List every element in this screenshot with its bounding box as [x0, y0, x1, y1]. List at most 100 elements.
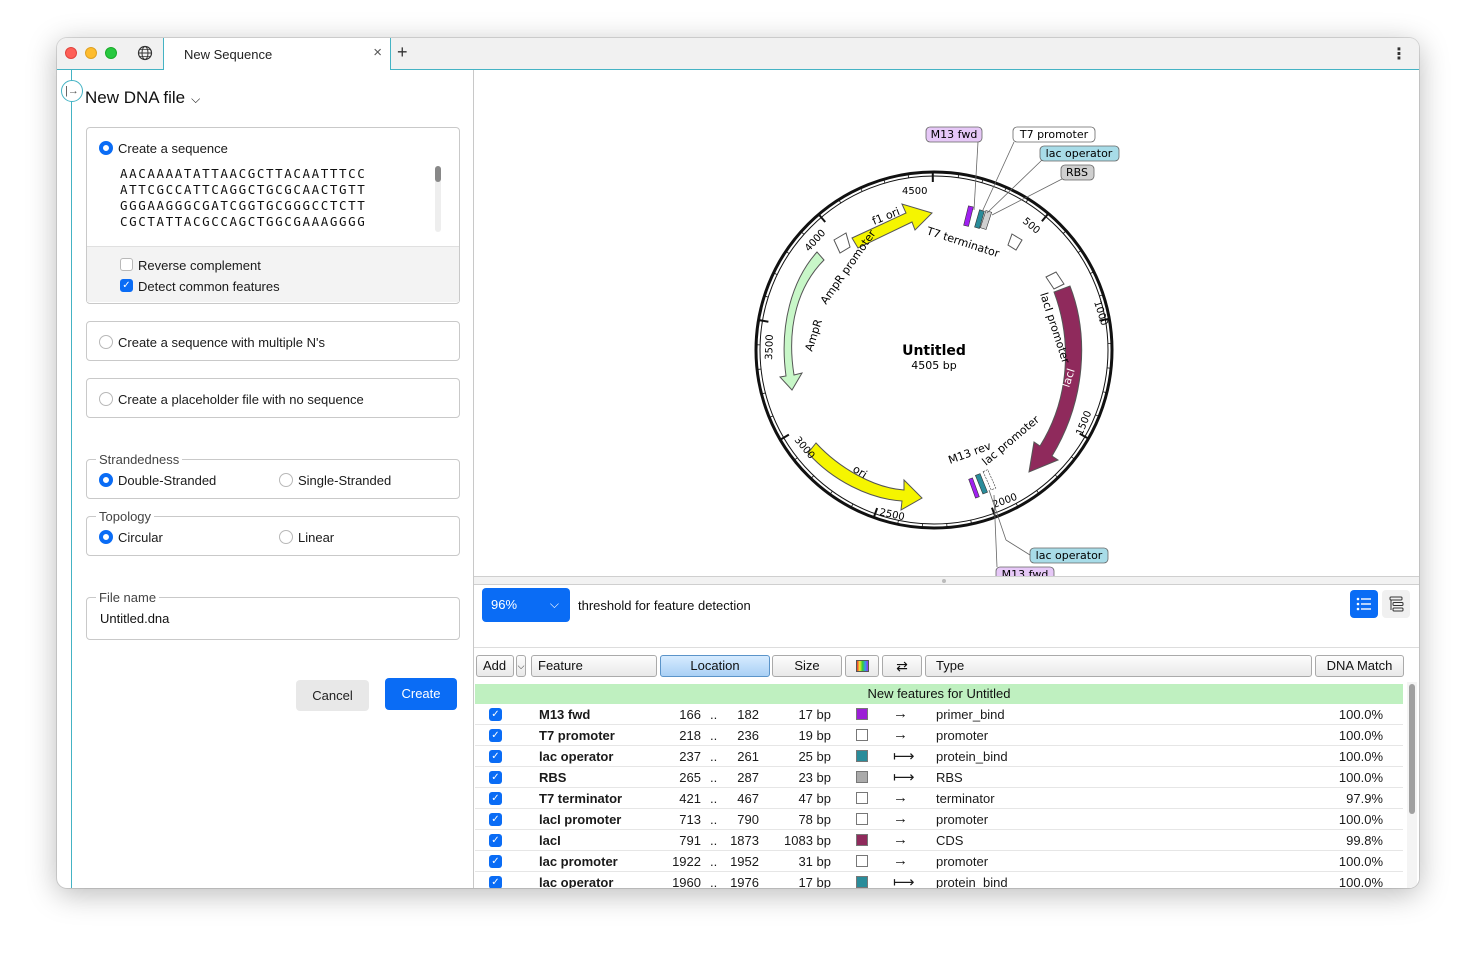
feature-color-swatch[interactable] — [856, 771, 868, 783]
feature-color-swatch[interactable] — [856, 708, 868, 720]
callout-rbs[interactable] — [1060, 164, 1095, 181]
circular-radio[interactable] — [99, 530, 113, 544]
column-location[interactable]: Location — [660, 655, 770, 677]
single-stranded-radio[interactable] — [279, 473, 293, 487]
direction-arrow-icon[interactable]: → — [893, 705, 908, 722]
double-stranded-radio[interactable] — [99, 473, 113, 487]
sidebar-toggle-icon[interactable]: |→ — [61, 80, 83, 102]
lac-operator-bottom-marker[interactable] — [975, 473, 988, 495]
callout-t7-promoter[interactable] — [1012, 126, 1096, 143]
direction-arrow-icon[interactable]: → — [893, 726, 908, 743]
leader-line — [973, 141, 979, 211]
feature-color-swatch[interactable] — [856, 855, 868, 867]
direction-arrow-icon[interactable]: ⟼ — [893, 874, 915, 888]
feature-color-swatch[interactable] — [856, 750, 868, 762]
add-feature-checkbox[interactable]: ✓ — [489, 729, 502, 742]
close-tab-icon[interactable]: × — [373, 44, 382, 61]
direction-arrow-icon[interactable]: ⟼ — [893, 769, 915, 786]
multiple-n-option[interactable]: Create a sequence with multiple N's — [86, 321, 460, 361]
feature-color-swatch[interactable] — [856, 876, 868, 888]
swap-direction-icon[interactable]: ⇄ — [882, 655, 922, 677]
scrollbar-thumb[interactable] — [435, 166, 441, 182]
add-feature-checkbox[interactable]: ✓ — [489, 834, 502, 847]
laci-promoter-marker[interactable] — [1045, 271, 1065, 290]
feature-color-swatch[interactable] — [856, 729, 868, 741]
feature-color-swatch[interactable] — [856, 834, 868, 846]
cancel-button[interactable]: Cancel — [296, 680, 369, 711]
column-size[interactable]: Size — [772, 655, 842, 677]
linear-radio[interactable] — [279, 530, 293, 544]
add-feature-checkbox[interactable]: ✓ — [489, 750, 502, 763]
placeholder-option[interactable]: Create a placeholder file with no sequen… — [86, 378, 460, 418]
direction-arrow-icon[interactable]: → — [893, 831, 908, 848]
create-sequence-option[interactable]: Create a sequence AACAAAATATTAACGCTTACAA… — [86, 127, 460, 304]
column-color[interactable] — [845, 655, 879, 677]
ampr-arrow[interactable] — [779, 251, 825, 391]
sequence-textarea[interactable]: AACAAAATATTAACGCTTACAATTTCC ATTCGCCATTCA… — [120, 166, 366, 230]
minimize-window-button[interactable] — [85, 47, 97, 59]
lac-operator-marker[interactable] — [974, 209, 985, 229]
create-button[interactable]: Create — [385, 678, 457, 710]
scrollbar-thumb[interactable] — [1409, 684, 1415, 814]
feature-color-swatch[interactable] — [856, 792, 868, 804]
tree-view-button[interactable] — [1382, 590, 1410, 618]
reverse-complement-checkbox[interactable] — [120, 258, 133, 271]
detect-features-checkbox[interactable]: ✓ — [120, 279, 133, 292]
ori-arrow[interactable] — [807, 442, 923, 511]
tab-new-sequence[interactable]: New Sequence × — [163, 38, 391, 71]
add-feature-checkbox[interactable]: ✓ — [489, 792, 502, 805]
column-add[interactable]: Add — [476, 655, 514, 677]
panel-splitter[interactable] — [474, 576, 1419, 585]
direction-arrow-icon[interactable]: ⟼ — [893, 748, 915, 765]
direction-arrow-icon[interactable]: → — [893, 852, 908, 869]
add-feature-checkbox[interactable]: ✓ — [489, 876, 502, 888]
column-feature[interactable]: Feature — [531, 655, 657, 677]
multiple-n-radio[interactable] — [99, 335, 113, 349]
splitter-grip[interactable] — [942, 579, 946, 583]
file-name-input[interactable]: Untitled.dna — [100, 611, 170, 626]
m13-rev-marker[interactable] — [968, 477, 980, 499]
add-feature-checkbox[interactable]: ✓ — [489, 771, 502, 784]
create-sequence-radio[interactable] — [99, 141, 113, 155]
list-view-button[interactable] — [1350, 590, 1378, 618]
callout-m13-fwd-top[interactable] — [925, 126, 983, 143]
add-feature-checkbox[interactable]: ✓ — [489, 813, 502, 826]
callout-lac-operator-top[interactable] — [1039, 145, 1120, 162]
f1-ori-arrow[interactable] — [851, 203, 933, 249]
add-dropdown-icon[interactable]: ⌵ — [516, 655, 526, 677]
feature-color-swatch[interactable] — [856, 813, 868, 825]
direction-arrow-icon[interactable]: → — [893, 810, 908, 827]
dialog-title[interactable]: New DNA file⌵ — [85, 88, 200, 108]
close-window-button[interactable] — [65, 47, 77, 59]
plasmid-map[interactable]: f1 ori AmpR AmpR promoter lacI lacI prom… — [474, 70, 1419, 583]
t7-terminator-marker[interactable] — [1007, 233, 1023, 251]
m13-fwd-marker[interactable] — [963, 205, 974, 227]
new-tab-button[interactable]: + — [397, 42, 408, 62]
sequence-scrollbar[interactable] — [435, 166, 441, 232]
callout-lac-operator-bottom[interactable] — [1029, 547, 1109, 564]
threshold-select[interactable]: 96% ⌵ — [482, 588, 570, 622]
globe-icon[interactable] — [137, 45, 153, 61]
more-menu-icon[interactable]: ⋮ — [1391, 46, 1407, 63]
table-scrollbar[interactable] — [1407, 682, 1417, 888]
ampr-promoter-marker[interactable] — [833, 232, 851, 254]
add-feature-checkbox[interactable]: ✓ — [489, 708, 502, 721]
zoom-window-button[interactable] — [105, 47, 117, 59]
column-type[interactable]: Type — [925, 655, 1312, 677]
column-dna-match[interactable]: DNA Match — [1315, 655, 1404, 677]
laci-arrow[interactable] — [1028, 285, 1083, 473]
placeholder-radio[interactable] — [99, 392, 113, 406]
direction-arrow-icon[interactable]: → — [893, 789, 908, 806]
add-feature-checkbox[interactable]: ✓ — [489, 855, 502, 868]
multiple-n-label: Create a sequence with multiple N's — [118, 335, 325, 350]
lac-promoter-marker[interactable] — [982, 469, 997, 491]
